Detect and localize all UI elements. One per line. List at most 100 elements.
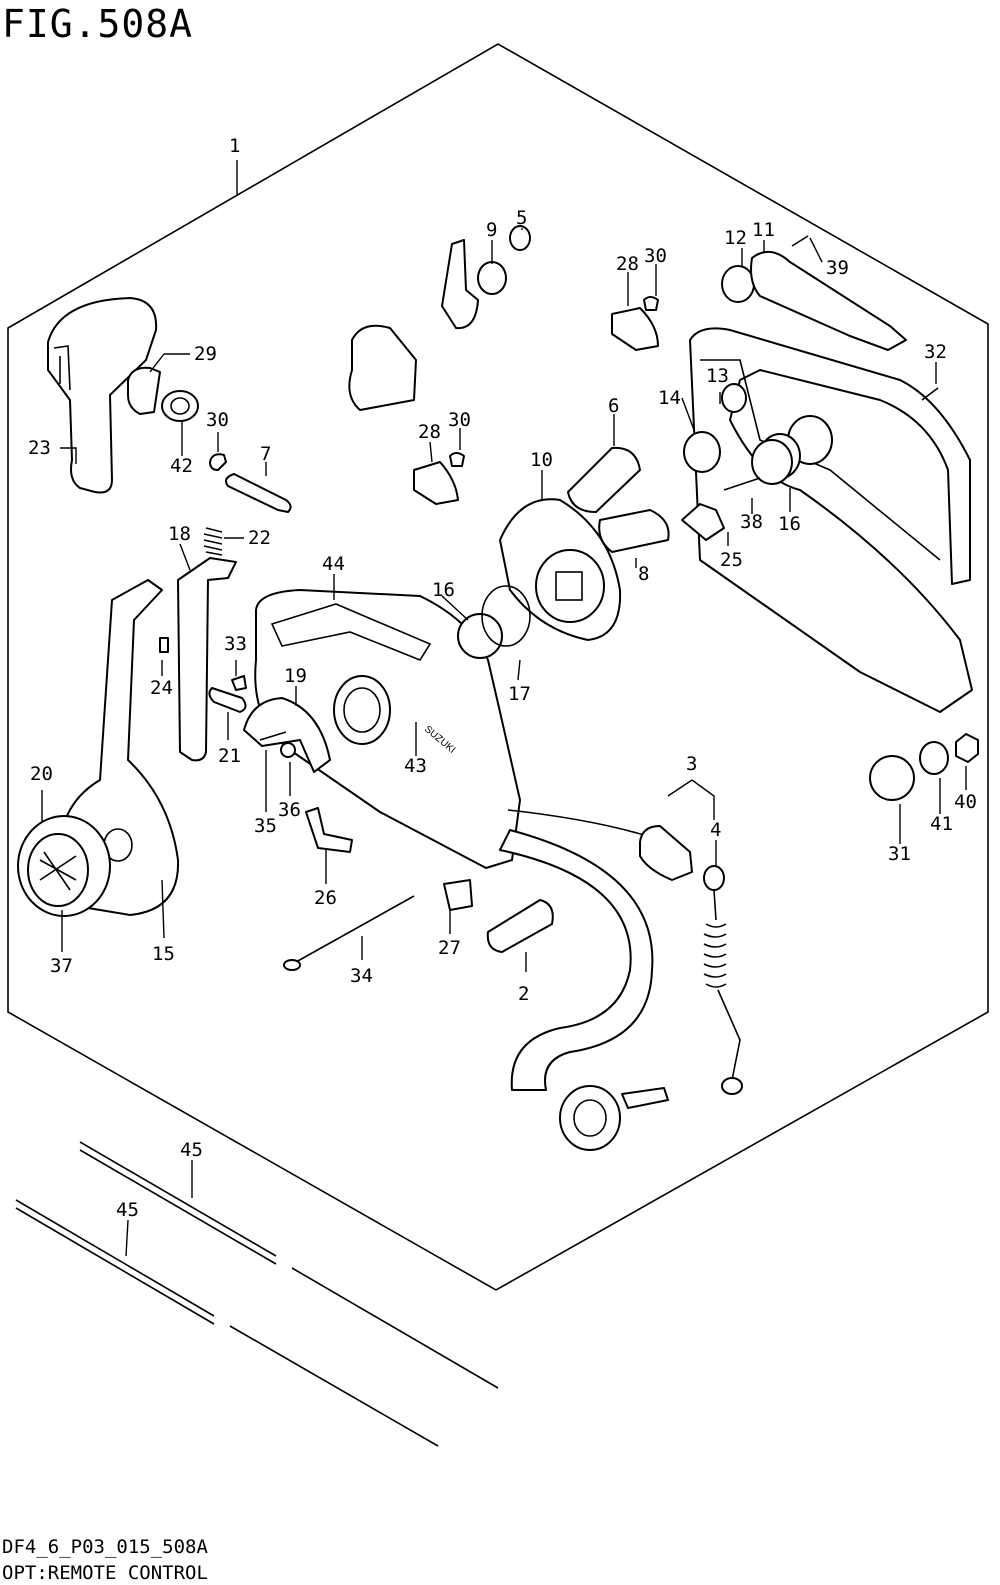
callout-28-right: 28: [616, 253, 639, 275]
callout-6: 6: [608, 395, 619, 417]
part-41-washer: [919, 741, 949, 775]
callout-37: 37: [50, 955, 73, 977]
part-7-pin: [225, 473, 292, 513]
part-8-link: [598, 509, 670, 553]
callout-34: 34: [350, 965, 373, 987]
callout-44: 44: [322, 553, 345, 575]
part-30-clip-mid: [449, 452, 465, 467]
callout-39: 39: [826, 257, 849, 279]
part-14-gear: [683, 431, 721, 473]
part-42-washer: [161, 390, 199, 422]
part-28-link-lower: [413, 461, 459, 505]
part-45-cable-lower: [15, 1199, 439, 1447]
callout-12: 12: [724, 227, 747, 249]
callout-33: 33: [224, 633, 247, 655]
callout-9: 9: [486, 219, 497, 241]
part-13-bushing: [721, 383, 747, 413]
part-10-drive-plate: [499, 498, 622, 641]
part-38-screw: [723, 477, 761, 491]
callout-16-left: 16: [432, 579, 455, 601]
part-21-plate: [208, 687, 247, 713]
part-26-bracket: [305, 807, 353, 853]
callout-24: 24: [150, 677, 173, 699]
part-17-circlip: [481, 585, 531, 647]
figure-title: FIG.508A: [2, 2, 194, 46]
part-36-washer: [280, 742, 296, 758]
part-16-ring-right: [751, 439, 793, 485]
part-18-bracket: [177, 557, 237, 762]
harness-connector: [559, 1085, 669, 1151]
figure-description: OPT:REMOTE CONTROL: [2, 1562, 208, 1584]
callout-19: 19: [284, 665, 307, 687]
part-33-screw: [231, 675, 247, 691]
callout-30-mid: 30: [448, 409, 471, 431]
callout-18: 18: [168, 523, 191, 545]
callout-20: 20: [30, 763, 53, 785]
part-30-clip-right: [643, 296, 659, 311]
figure-code: DF4_6_P03_015_508A: [2, 1536, 208, 1558]
part-6-shaft: [567, 446, 641, 513]
callout-13: 13: [706, 365, 729, 387]
callout-35: 35: [254, 815, 277, 837]
part-32-screw: [921, 387, 939, 401]
leader-lines: [41, 160, 967, 1257]
callout-1: 1: [229, 135, 240, 157]
assembly-boundary: [7, 43, 989, 1291]
callout-8: 8: [638, 563, 649, 585]
callout-32: 32: [924, 341, 947, 363]
part-2-plate: [486, 899, 554, 953]
part-9-lever: [441, 239, 479, 330]
part-9-collar: [477, 261, 507, 295]
callout-23: 23: [28, 437, 51, 459]
part-20-knob: [17, 815, 111, 917]
callout-21: 21: [218, 745, 241, 767]
callout-29: 29: [194, 343, 217, 365]
part-40-nut: [955, 733, 979, 763]
part-23-handle: [47, 297, 158, 494]
callout-16-right: 16: [778, 513, 801, 535]
callout-30-right: 30: [644, 245, 667, 267]
callout-26: 26: [314, 887, 337, 909]
part-31-collar: [869, 755, 915, 801]
callout-36: 36: [278, 799, 301, 821]
part-39-screw: [791, 235, 809, 247]
callout-22: 22: [248, 527, 271, 549]
part-11-lever: [750, 251, 907, 351]
part-35-screw: [259, 731, 287, 741]
part-22-spring: [203, 527, 223, 556]
callout-11: 11: [752, 219, 775, 241]
callout-42: 42: [170, 455, 193, 477]
callout-30-left: 30: [206, 409, 229, 431]
callout-14: 14: [658, 387, 681, 409]
part-27-clip: [443, 879, 473, 911]
part-28-link-right: [611, 307, 659, 351]
callout-43: 43: [404, 755, 427, 777]
part-25-bracket: [681, 503, 725, 541]
part-3-switch: [639, 825, 693, 881]
part-12-seal: [721, 265, 755, 303]
part-4-lanyard: [703, 865, 743, 1095]
part-45-cable-upper: [79, 1141, 499, 1389]
part-28-link-upper: [348, 324, 417, 411]
callout-45-lower: 45: [116, 1199, 139, 1221]
part-29-pad: [127, 366, 161, 415]
callout-45-upper: 45: [180, 1139, 203, 1161]
callout-28-left: 28: [418, 421, 441, 443]
callout-7: 7: [260, 443, 271, 465]
part-5-washer: [509, 225, 531, 251]
callout-10: 10: [530, 449, 553, 471]
callout-40: 40: [954, 791, 977, 813]
callout-38: 38: [740, 511, 763, 533]
part-16-ring-left: [457, 613, 503, 659]
callout-25: 25: [720, 549, 743, 571]
callout-41: 41: [930, 813, 953, 835]
harness-conduit: [499, 829, 654, 1091]
part-34-bolt: [283, 895, 415, 971]
callout-27: 27: [438, 937, 461, 959]
callout-17: 17: [508, 683, 531, 705]
part-30-clip-left: [209, 453, 227, 471]
callout-4: 4: [710, 819, 721, 841]
callout-2: 2: [518, 983, 529, 1005]
callout-labels: 1 2 3 4 5 6 7 8 9 10 11 12 13 14 15 16 1…: [28, 135, 977, 1221]
